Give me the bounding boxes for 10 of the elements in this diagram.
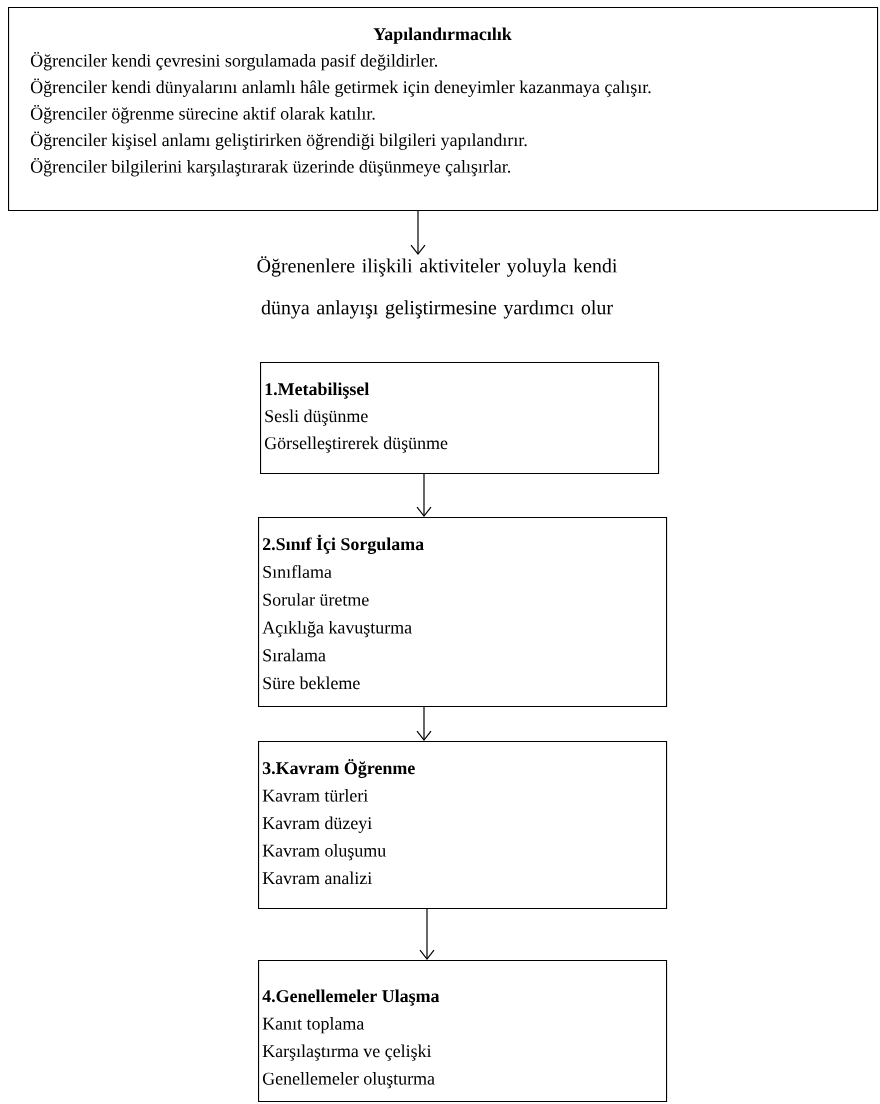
- process-box: 4.Genellemeler Ulaşma Kanıt toplama Karşılaştırma ve çelişki Genellemeler oluşturma: [258, 960, 668, 1103]
- process-box: 1.Metabilişsel Sesli düşünme Görselleştirerek düşünme: [260, 362, 660, 475]
- arrow: [419, 908, 435, 960]
- process-box: Yapılandırmacılık Öğrenciler kendi çevresini sorgulamada pasif değildirler. Öğrenciler kendi dünyalarını anlamlı hâle getirmek için deneyimler kazanmaya çalışır. Öğrenciler öğrenme sürecine aktif olarak katılır. Öğrenciler kişisel anlamı geliştirirken öğrendiği bilgileri yapılandırır. Öğrenciler bilgilerini karşılaştırarak üzerinde düşünmeye çalışırlar.: [8, 7, 879, 212]
- arrow: [416, 473, 432, 517]
- description-text: Öğrenenlere ilişkili aktiviteler yoluyla kendi dünya anlayışı geliştirmesine yardımcı olur: [257, 256, 618, 319]
- arrow: [416, 706, 432, 741]
- arrow: [410, 210, 426, 255]
- process-box: 3.Kavram Öğrenme Kavram türleri Kavram düzeyi Kavram oluşumu Kavram analizi: [258, 741, 668, 910]
- process-box: 2.Sınıf İçi Sorgulama Sınıflama Sorular üretme Açıklığa kavuşturma Sıralama Süre bekleme: [258, 517, 668, 708]
